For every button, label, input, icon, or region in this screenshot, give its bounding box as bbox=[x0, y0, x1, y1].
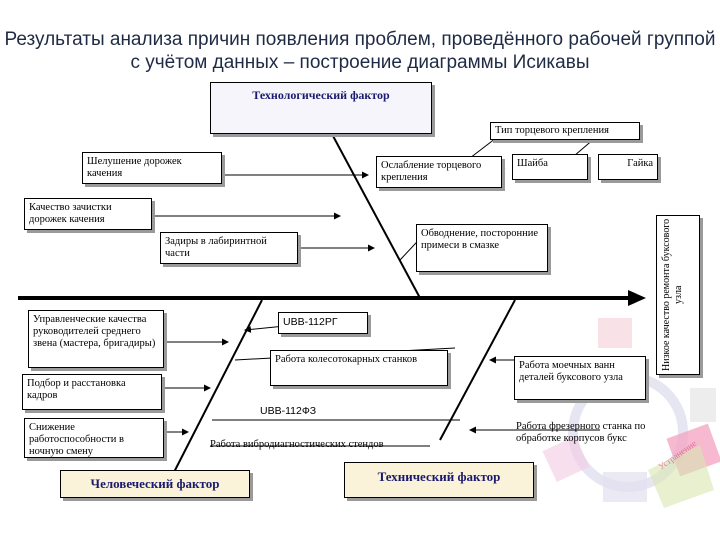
cause-ubv112fz: UBB-112ФЗ bbox=[260, 405, 317, 417]
cause-vibro: Работа вибродиагностических стендов bbox=[210, 439, 384, 450]
cause-kachestvo-zachistki: Качество зачистки дорожек качения bbox=[24, 198, 152, 230]
watermark-pink-block bbox=[598, 318, 632, 348]
cause-moechnyh: Работа моечных ванн деталей буксового уз… bbox=[514, 356, 646, 400]
bone-technical bbox=[439, 299, 516, 441]
watermark-magenta-block bbox=[542, 435, 590, 483]
cause-kolesotokarnyh: Работа колесотокарных станков bbox=[270, 350, 448, 386]
cause-frezernogo: Работа фрезерного станка по обработке ко… bbox=[516, 421, 646, 444]
watermark-green-block bbox=[648, 445, 714, 508]
cause-shelushenie: Шелушение дорожек качения bbox=[82, 152, 222, 184]
bone-technological bbox=[317, 107, 421, 299]
technological-factor-box: Технологический фактор bbox=[210, 82, 432, 134]
technical-factor-box: Технический фактор bbox=[344, 462, 534, 498]
cause-oslablenie: Ослабление торцевого крепления bbox=[376, 156, 502, 188]
page-title: Результаты анализа причин появления проб… bbox=[4, 29, 716, 73]
watermark-lilac-block bbox=[603, 472, 647, 502]
cause-upravlencheskie: Управленческие качества руководителей ср… bbox=[28, 310, 164, 368]
watermark-grey-block bbox=[690, 388, 716, 422]
human-factor-box: Человеческий фактор bbox=[60, 470, 250, 498]
cause-snizhenie: Снижение работоспособности в ночную смен… bbox=[24, 418, 164, 458]
effect-label: Низкое качество ремонта буксового узла bbox=[661, 218, 684, 372]
cause-shayba: Шайба bbox=[512, 154, 588, 180]
spine-arrowhead bbox=[628, 290, 646, 306]
cause-gayka: Гайка bbox=[598, 154, 658, 180]
effect-box: Низкое качество ремонта буксового узла bbox=[656, 215, 700, 375]
cause-obvodnenie: Обводнение, посторонние примеси в смазке bbox=[416, 224, 548, 272]
cause-podbor: Подбор и расстановка кадров bbox=[22, 374, 162, 410]
cause-ubv112rg: UBB-112РГ bbox=[278, 312, 368, 334]
cause-zadiry: Задиры в лабиринтной части bbox=[160, 232, 298, 264]
cause-tip-fastening: Тип торцевого крепления bbox=[490, 122, 640, 140]
